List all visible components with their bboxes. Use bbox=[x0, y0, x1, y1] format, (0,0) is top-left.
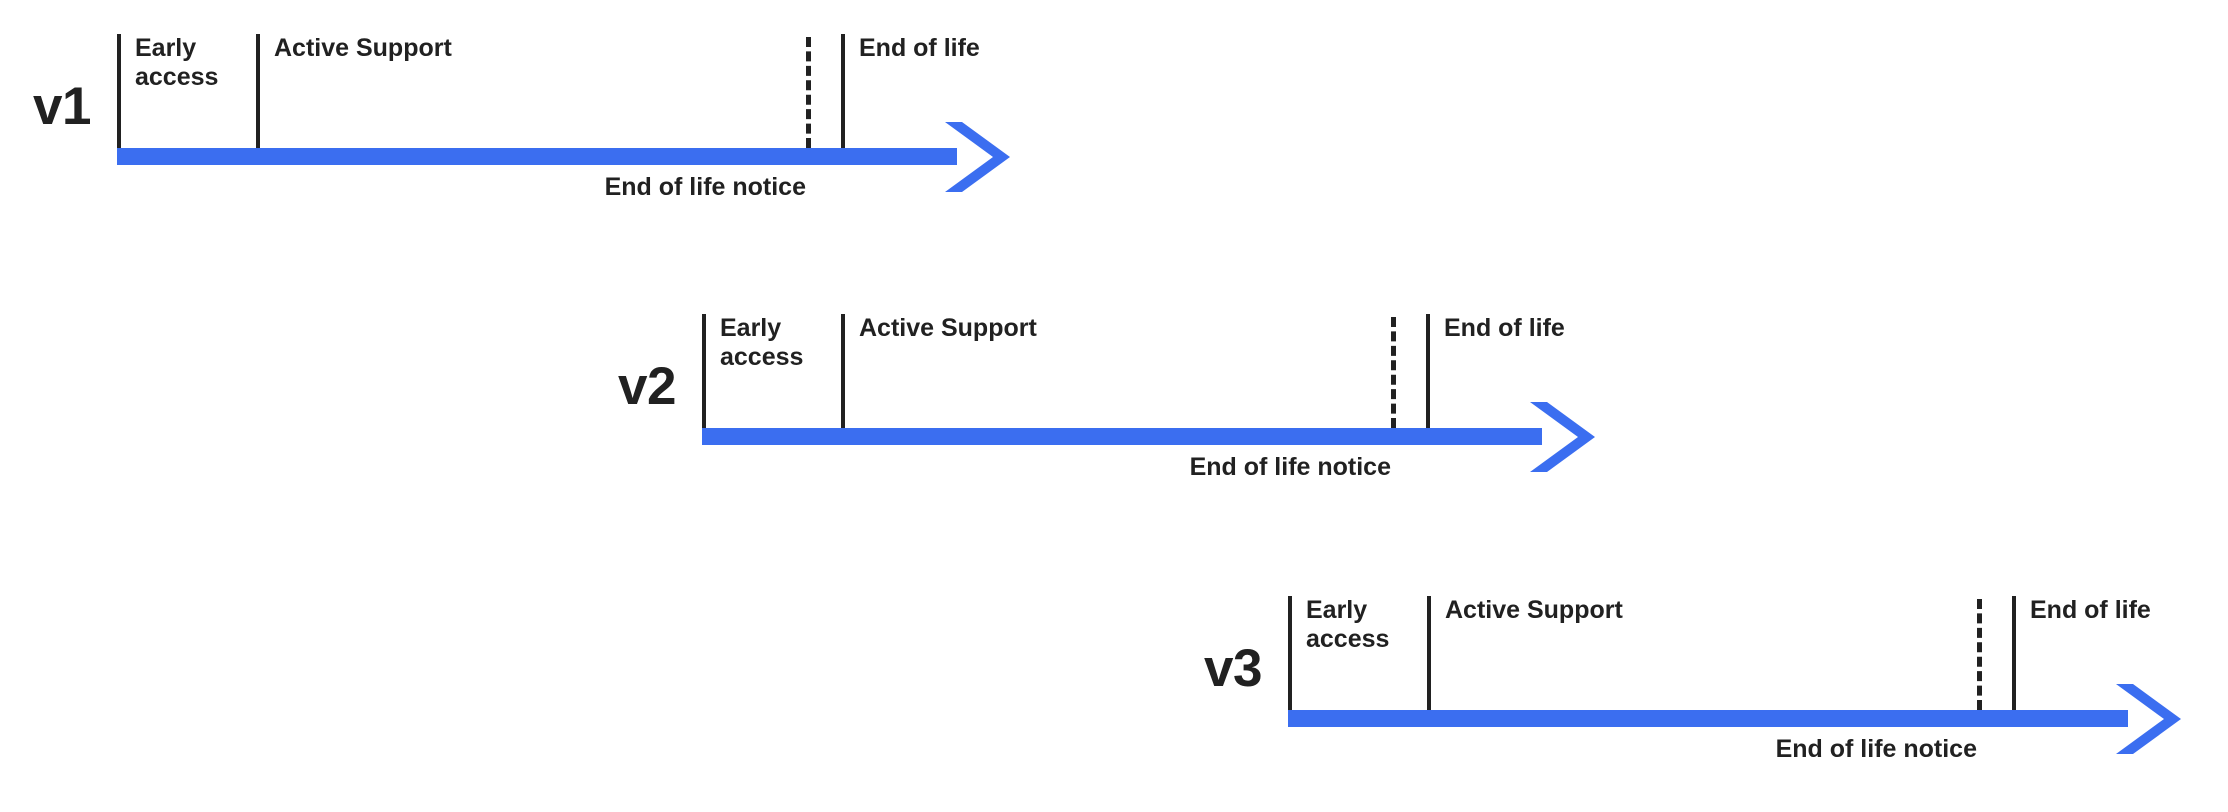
phase-boundary-tick-start bbox=[1288, 596, 1292, 710]
end-of-life-notice-marker bbox=[806, 37, 811, 148]
phase-label-active-support: Active Support bbox=[274, 34, 452, 62]
phase-label-active-support: Active Support bbox=[859, 314, 1037, 342]
end-of-life-notice-label: End of life notice bbox=[604, 173, 806, 201]
lifecycle-axis-arrowhead bbox=[2106, 678, 2186, 760]
end-of-life-notice-label: End of life notice bbox=[1775, 735, 1977, 763]
phase-boundary-tick-end-of-life bbox=[1426, 314, 1430, 428]
lifecycle-axis-arrowhead bbox=[935, 116, 1015, 198]
version-label-v2: v2 bbox=[618, 357, 676, 416]
phase-label-end-of-life: End of life bbox=[1444, 314, 1565, 342]
phase-boundary-tick-start bbox=[117, 34, 121, 148]
lifecycle-axis-bar bbox=[702, 428, 1542, 445]
phase-boundary-tick-end-of-life bbox=[2012, 596, 2016, 710]
lifecycle-axis-bar bbox=[1288, 710, 2128, 727]
version-label-v1: v1 bbox=[33, 77, 91, 136]
lifecycle-axis-arrowhead bbox=[1520, 396, 1600, 478]
phase-boundary-tick-start bbox=[702, 314, 706, 428]
phase-label-early-access: Early access bbox=[135, 34, 219, 91]
phase-label-end-of-life: End of life bbox=[2030, 596, 2151, 624]
end-of-life-notice-marker bbox=[1977, 599, 1982, 710]
version-label-v3: v3 bbox=[1204, 639, 1262, 698]
phase-boundary-tick-active-support bbox=[841, 314, 845, 428]
phase-label-end-of-life: End of life bbox=[859, 34, 980, 62]
phase-boundary-tick-active-support bbox=[1427, 596, 1431, 710]
phase-label-active-support: Active Support bbox=[1445, 596, 1623, 624]
end-of-life-notice-marker bbox=[1391, 317, 1396, 428]
phase-label-early-access: Early access bbox=[720, 314, 804, 371]
lifecycle-axis-bar bbox=[117, 148, 957, 165]
phase-boundary-tick-active-support bbox=[256, 34, 260, 148]
end-of-life-notice-label: End of life notice bbox=[1189, 453, 1391, 481]
phase-label-early-access: Early access bbox=[1306, 596, 1390, 653]
phase-boundary-tick-end-of-life bbox=[841, 34, 845, 148]
